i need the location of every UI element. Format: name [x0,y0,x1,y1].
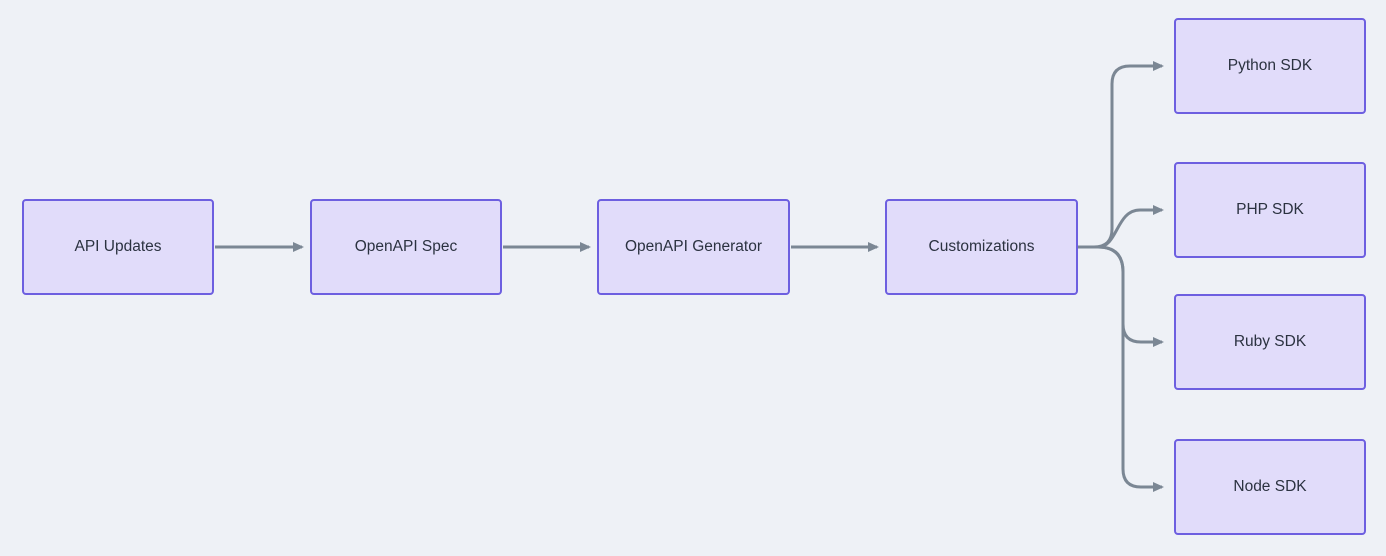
node-label: Ruby SDK [1233,332,1307,350]
node-label: PHP SDK [1236,200,1304,218]
node-label: API Updates [74,237,162,255]
node-openapi-generator: OpenAPI Generator [597,199,790,295]
node-label: Node SDK [1233,477,1307,495]
node-label: Customizations [928,237,1035,255]
node-label: OpenAPI Spec [354,237,458,255]
node-api-updates: API Updates [22,199,214,295]
edge-customizations-to-php-sdk [1078,205,1164,249]
node-node-sdk: Node SDK [1174,439,1366,535]
node-label: Python SDK [1227,56,1313,74]
edge-customizations-to-python-sdk [1078,61,1164,249]
edge-customizations-to-node-sdk [1078,245,1164,492]
node-openapi-spec: OpenAPI Spec [310,199,502,295]
node-php-sdk: PHP SDK [1174,162,1366,258]
node-customizations: Customizations [885,199,1078,295]
node-python-sdk: Python SDK [1174,18,1366,114]
node-label: OpenAPI Generator [625,237,762,255]
node-ruby-sdk: Ruby SDK [1174,294,1366,390]
